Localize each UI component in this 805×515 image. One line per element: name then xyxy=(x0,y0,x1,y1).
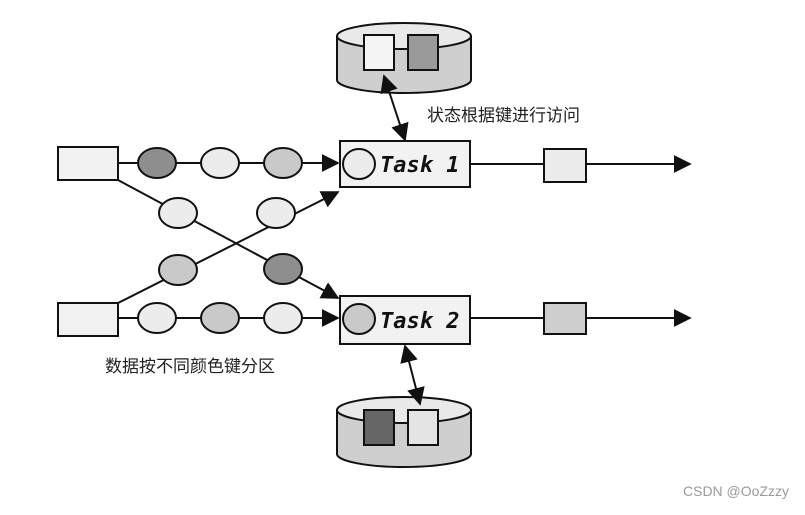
state-key-light-2 xyxy=(407,409,439,446)
task-1-operator: Task 1 xyxy=(339,140,471,188)
watermark: CSDN @OoZzzy xyxy=(683,483,789,499)
input-stream-1 xyxy=(57,146,340,181)
source-2-box xyxy=(57,302,119,337)
task-2-operator: Task 2 xyxy=(339,295,471,345)
record-medium xyxy=(200,302,240,334)
partition-annotation: 数据按不同颜色键分区 xyxy=(105,357,275,377)
state-key-light xyxy=(363,34,395,71)
task-1-output-record xyxy=(543,148,587,183)
record-dark xyxy=(263,253,303,285)
task-2-output-record xyxy=(543,302,587,335)
record-dark xyxy=(137,147,177,179)
record-medium xyxy=(263,147,303,179)
record-light xyxy=(263,302,303,334)
task-2-label: Task 2 xyxy=(380,309,459,334)
task1-state-store xyxy=(336,22,472,94)
state-key-darkest xyxy=(363,409,395,446)
record-medium xyxy=(158,254,198,286)
task2-state-store xyxy=(336,396,472,468)
task1-state-access-arrow xyxy=(380,74,409,142)
record-light xyxy=(158,197,198,229)
task2-state-access-arrow xyxy=(400,344,425,406)
record-light xyxy=(200,147,240,179)
input-stream-2 xyxy=(57,302,340,337)
current-record xyxy=(342,148,376,180)
state-key-dark xyxy=(407,34,439,71)
state-access-annotation: 状态根据键进行访问 xyxy=(427,106,580,126)
task-1-label: Task 1 xyxy=(380,153,459,178)
partition-cross xyxy=(117,179,340,304)
current-record xyxy=(342,303,376,335)
record-light xyxy=(137,302,177,334)
source-1-box xyxy=(57,146,119,181)
record-light xyxy=(256,197,296,229)
